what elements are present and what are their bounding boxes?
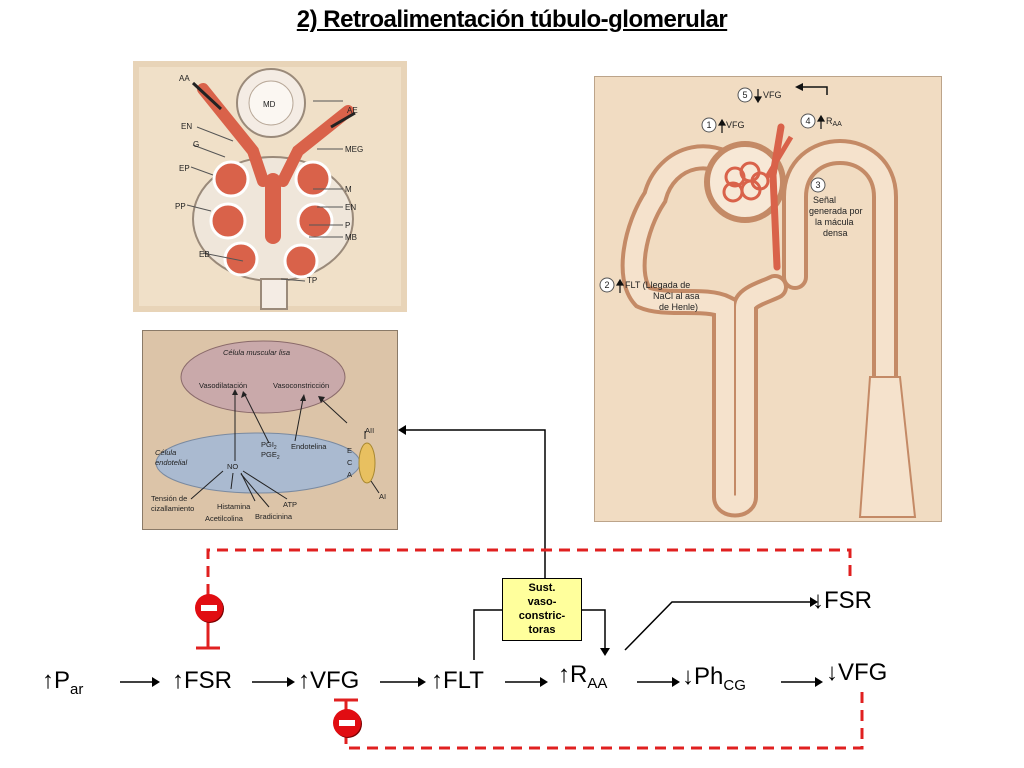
step3-line2: generada por: [809, 206, 863, 216]
ai-label: AI: [379, 492, 386, 501]
down-arrow-icon: ↓: [812, 587, 824, 614]
endothelium-drawing: Célula muscular lisa Célula endotelial V…: [151, 340, 386, 523]
bradicinina-label: Bradicinina: [255, 512, 293, 521]
up-arrow-icon: ↑: [431, 667, 443, 694]
eca-e: E: [347, 446, 352, 455]
step3-line1: Señal: [813, 195, 836, 205]
label-en-2: EN: [345, 203, 356, 212]
label-meg: MEG: [345, 145, 363, 154]
up-arrow-icon: ↑: [558, 661, 570, 688]
acetilcolina-label: Acetilcolina: [205, 514, 244, 523]
tension-label-2: cizallamiento: [151, 504, 194, 513]
atp-label: ATP: [283, 500, 297, 509]
endotelina-label: Endotelina: [291, 442, 327, 451]
vasoconstriccion-label: Vasoconstricción: [273, 381, 329, 390]
vfg-up: ↑VFG: [298, 667, 360, 694]
step3-num: 3: [815, 180, 820, 190]
label-g: G: [193, 140, 199, 149]
label-tp: TP: [307, 276, 317, 285]
step3-line3: la mácula: [815, 217, 854, 227]
up-arrow-icon: ↑: [42, 667, 54, 694]
endothelial-label-2: endotelial: [155, 458, 187, 467]
down-arrow-icon: ↓: [682, 663, 694, 690]
step5-text: VFG: [763, 90, 782, 100]
sust-line-4: toras: [528, 624, 556, 636]
vasoconstrictor-box: Sust. vaso- constric- toras: [502, 578, 582, 641]
glomerulus-illustration: AA AE MD EN G MEG EP M PP EN P MB EB TP: [133, 61, 407, 312]
step2-line2: NaCl al asa: [653, 291, 700, 301]
nephron-illustration: 5 1 4 3 2 VFG VFG RAA Señal generada por…: [594, 76, 942, 522]
label-ae: AE: [347, 106, 358, 115]
glomerulus-drawing: AA AE MD EN G MEG EP M PP EN P MB EB TP: [139, 67, 401, 310]
label-ep: EP: [179, 164, 190, 173]
label-md: MD: [263, 100, 276, 109]
vasodilatacion-label: Vasodilatación: [199, 381, 247, 390]
tension-label-1: Tensión de: [151, 494, 187, 503]
step5-num: 5: [742, 90, 747, 100]
no-label: NO: [227, 462, 238, 471]
smooth-muscle-label: Célula muscular lisa: [223, 348, 290, 357]
pge-label: PGE2: [261, 450, 280, 461]
label-aa: AA: [179, 74, 190, 83]
up-arrow-icon: ↑: [298, 667, 310, 694]
label-m: M: [345, 185, 352, 194]
par-up: ↑Par: [42, 667, 84, 698]
page-title: 2) Retroalimentación túbulo-glomerular: [296, 6, 728, 33]
sust-line-1: Sust.: [528, 582, 556, 594]
raa-up: ↑RAA: [558, 661, 608, 692]
down-arrow-icon: ↓: [826, 659, 838, 686]
eca-a: A: [347, 470, 352, 479]
step1-num: 1: [706, 120, 711, 130]
step2-line3: de Henle): [659, 302, 698, 312]
step1-text: VFG: [726, 120, 745, 130]
step3-line4: densa: [823, 228, 848, 238]
endothelium-illustration: Célula muscular lisa Célula endotelial V…: [142, 330, 398, 530]
label-en: EN: [181, 122, 192, 131]
endothelial-label-1: Célula: [155, 448, 176, 457]
all-label: AII: [365, 426, 374, 435]
sust-line-2: vaso-: [527, 596, 557, 608]
negative-feedback-icon-bottom: [333, 709, 361, 737]
step4-text: RAA: [826, 116, 842, 128]
fsr-up: ↑FSR: [172, 667, 232, 694]
label-p: P: [345, 221, 350, 230]
label-mb: MB: [345, 233, 357, 242]
vfg-down: ↓VFG: [826, 659, 888, 686]
eca-c: C: [347, 458, 353, 467]
label-pp: PP: [175, 202, 186, 211]
step4-num: 4: [805, 116, 810, 126]
sust-line-3: constric-: [518, 610, 566, 622]
up-arrow-icon: ↑: [172, 667, 184, 694]
histamina-label: Histamina: [217, 502, 251, 511]
negative-feedback-icon-top: [195, 594, 223, 622]
label-eb: EB: [199, 250, 210, 259]
fsr-down: ↓FSR: [812, 587, 872, 614]
flt-up: ↑FLT: [431, 667, 484, 694]
step2-num: 2: [604, 280, 609, 290]
nephron-drawing: 5 1 4 3 2 VFG VFG RAA Señal generada por…: [599, 83, 917, 518]
pgi-label: PGI2: [261, 440, 277, 451]
phcg-down: ↓PhCG: [682, 663, 746, 694]
step2-line1: FLT (Llegada de: [625, 280, 690, 290]
